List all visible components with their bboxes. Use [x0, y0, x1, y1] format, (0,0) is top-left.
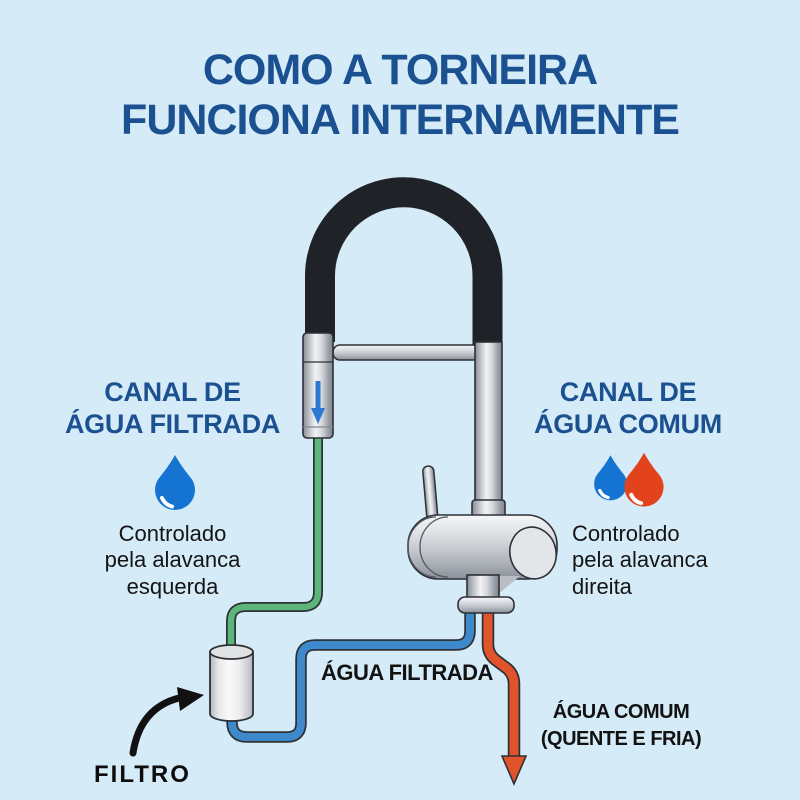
common-tube-orange	[481, 612, 528, 787]
spray-flow-arrow-icon	[311, 381, 325, 424]
right-handle-cap	[509, 526, 557, 580]
left-lever-handle	[422, 465, 439, 520]
common-water-arrow-icon	[500, 755, 528, 787]
page-title-line-1: COMO A TORNEIRA	[202, 46, 598, 94]
right-channel-heading-line-2: ÁGUA COMUM	[534, 408, 722, 439]
water-drop-blue-icon	[153, 453, 197, 512]
left-channel-heading: CANAL DE ÁGUA FILTRADA	[35, 377, 310, 441]
filtered-tube-blue	[226, 612, 476, 743]
left-channel-desc-line-2: pela alavanca	[104, 547, 241, 573]
left-channel-heading-line-1: CANAL DE	[104, 377, 241, 407]
page-title: COMO A TORNEIRA FUNCIONA INTERNAMENTE	[0, 46, 800, 146]
right-channel-heading-line-1: CANAL DE	[559, 377, 697, 407]
faucet-base	[457, 574, 520, 614]
filtered-water-label: ÁGUA FILTRADA	[321, 660, 493, 685]
water-drop-red-icon	[622, 450, 666, 509]
common-water-label-line-2: (QUENTE E FRIA)	[540, 728, 702, 750]
left-channel-desc-line-1: Controlado	[118, 521, 227, 546]
filtered-tube-green	[226, 432, 323, 656]
right-channel-description: Controlado pela alavanca direita	[572, 521, 708, 600]
faucet-pipe	[474, 341, 503, 505]
left-channel-heading-line-2: ÁGUA FILTRADA	[64, 408, 281, 439]
right-channel-desc-line-3: direita	[572, 573, 632, 599]
page-title-line-2: FUNCIONA INTERNAMENTE	[121, 95, 680, 144]
common-water-label: ÁGUA COMUM (QUENTE E FRIA)	[538, 699, 704, 753]
right-channel-desc-line-2: pela alavanca	[572, 547, 708, 573]
left-channel-desc-line-3: esquerda	[126, 573, 219, 599]
faucet-hose	[305, 177, 503, 352]
water-drop-blue-small-icon	[592, 453, 629, 503]
faucet-body	[407, 514, 558, 580]
right-channel-heading: CANAL DE ÁGUA COMUM	[508, 377, 748, 441]
right-channel-desc-line-1: Controlado	[572, 521, 680, 546]
filter-pointer-arrow-icon	[129, 687, 204, 757]
filter-label: FILTRO	[94, 761, 191, 788]
filter-canister	[209, 644, 254, 722]
left-channel-description: Controlado pela alavanca esquerda	[60, 521, 285, 600]
common-water-label-line-1: ÁGUA COMUM	[552, 701, 690, 723]
faucet-support-bar	[332, 344, 486, 361]
